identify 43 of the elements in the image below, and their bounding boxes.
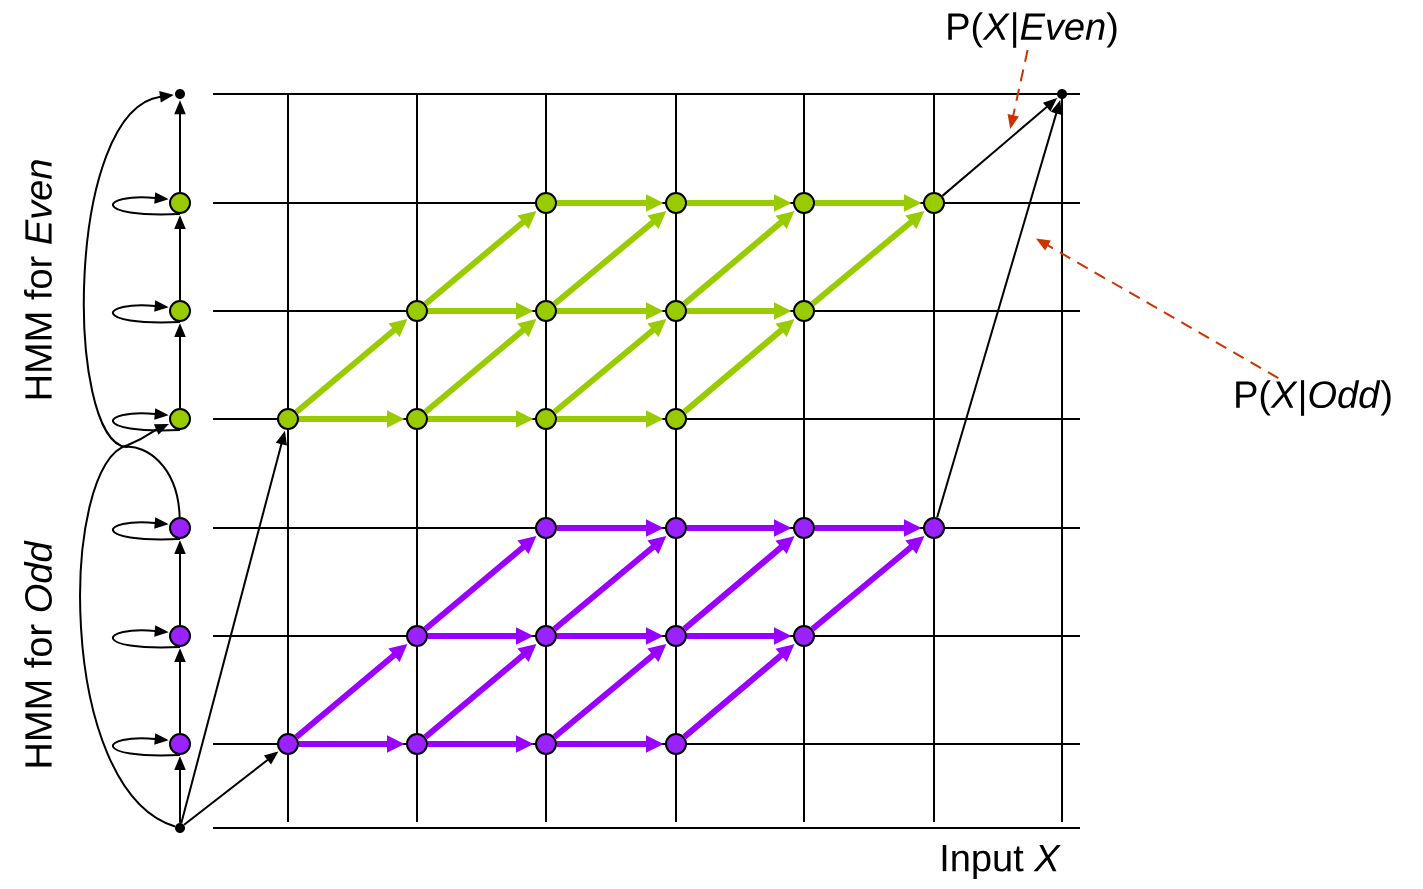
- state-circle: [277, 733, 299, 755]
- state-circle: [793, 517, 815, 539]
- state-circle: [665, 517, 687, 539]
- state-circle: [665, 192, 687, 214]
- state-circle: [169, 517, 191, 539]
- state-circle: [535, 192, 557, 214]
- arrow: [112, 408, 181, 432]
- axis-label: Input X: [942, 845, 1061, 880]
- state-circle: [169, 408, 191, 430]
- state-circle: [793, 300, 815, 322]
- state-circle: [923, 192, 945, 214]
- arrow: [112, 733, 181, 757]
- probability-label: P(X|Odd): [1236, 380, 1391, 416]
- probability-label: P(X|Even): [948, 12, 1117, 48]
- arrow: [112, 300, 181, 324]
- state-circle: [169, 625, 191, 647]
- state-circle: [665, 408, 687, 430]
- state-circle: [406, 625, 428, 647]
- state-circle: [793, 192, 815, 214]
- state-circle: [169, 733, 191, 755]
- state-circle: [665, 300, 687, 322]
- state-circle: [923, 517, 945, 539]
- arrow: [83, 91, 181, 518]
- state-circle: [793, 625, 815, 647]
- state-circle: [535, 300, 557, 322]
- state-circle: [535, 733, 557, 755]
- state-circle: [535, 517, 557, 539]
- state-circle: [665, 733, 687, 755]
- state-circle: [535, 408, 557, 430]
- arrow: [112, 517, 181, 541]
- state-circle: [406, 733, 428, 755]
- state-circle: [406, 300, 428, 322]
- arrow: [112, 192, 181, 216]
- state-circle: [406, 408, 428, 430]
- axis-label: HMM for Odd: [24, 540, 52, 767]
- arrow: [79, 423, 177, 828]
- state-circle: [169, 300, 191, 322]
- state-circle: [665, 625, 687, 647]
- state-circle: [277, 408, 299, 430]
- axis-label: HMM for Even: [24, 160, 52, 399]
- state-circle: [169, 192, 191, 214]
- state-circle: [535, 625, 557, 647]
- arrow: [112, 625, 181, 649]
